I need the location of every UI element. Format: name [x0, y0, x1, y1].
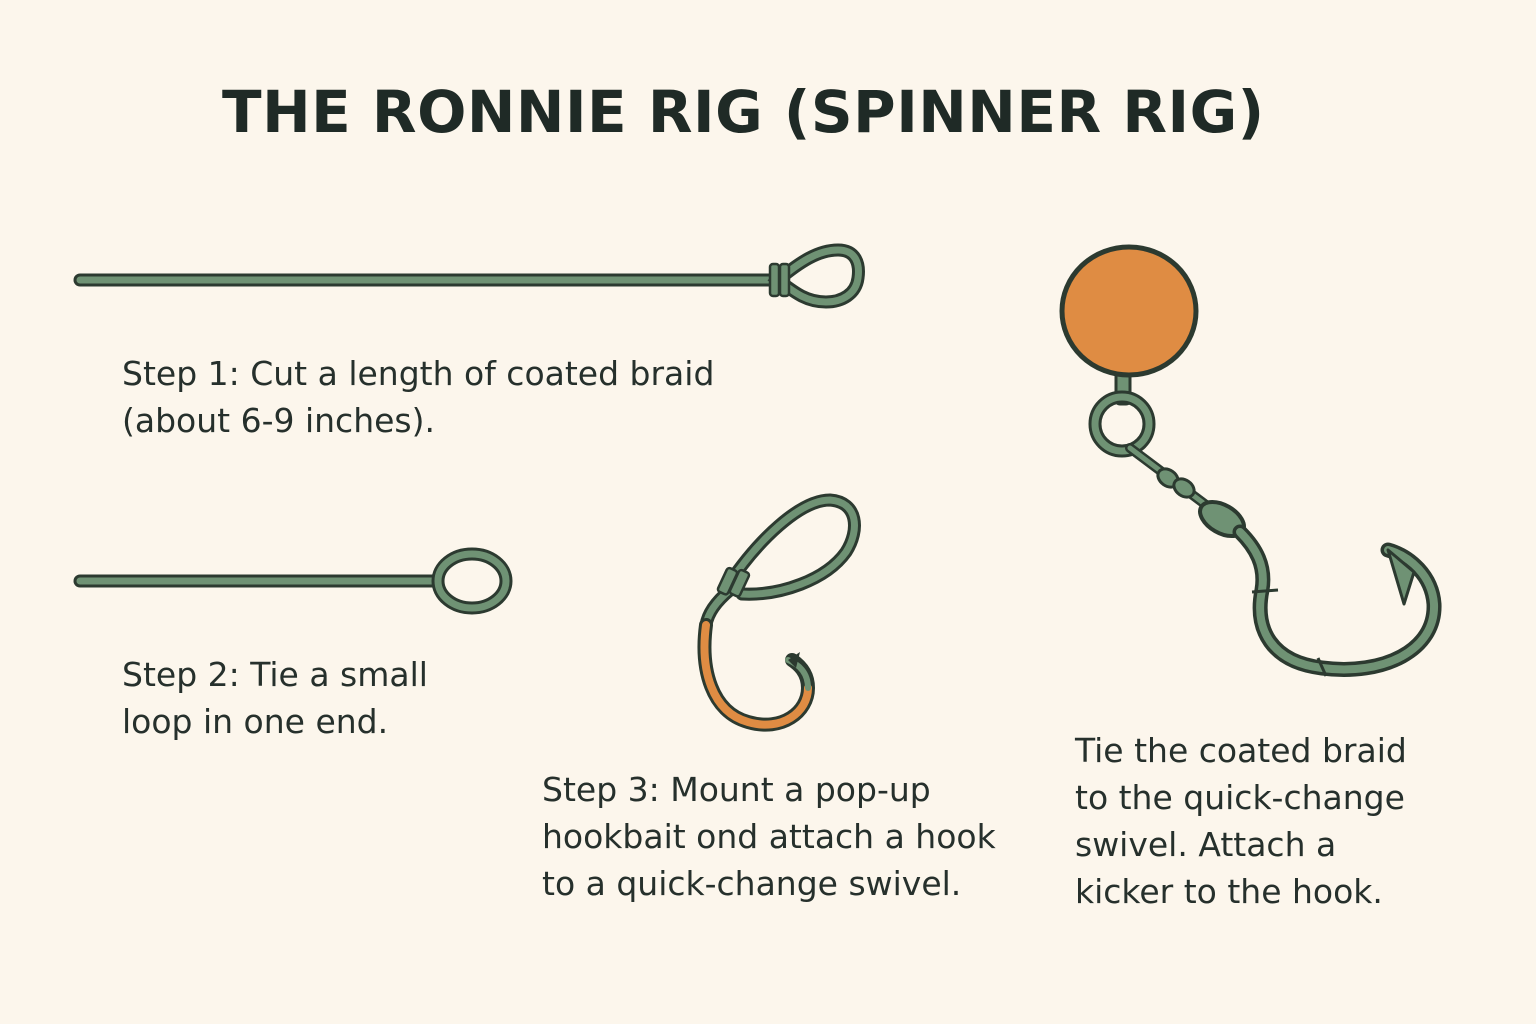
quick-change-swivel-icon [1088, 390, 1246, 539]
diagram-title: THE RONNIE RIG (SPINNER RIG) [222, 78, 1265, 146]
step-2-caption: Step 2: Tie a small loop in one end. [122, 651, 428, 745]
step-4-line-2: to the quick-change [1075, 778, 1405, 817]
step-3-caption: Step 3: Mount a pop-up hookbait ond atta… [542, 766, 996, 907]
step-2-line-1: Step 2: Tie a small [122, 655, 428, 694]
kicker-hook-icon [1232, 524, 1442, 677]
step-1-line-2: (about 6-9 inches). [122, 401, 435, 440]
step-3-line-2: hookbait ond attach a hook [542, 817, 996, 856]
step-1-caption: Step 1: Cut a length of coated braid (ab… [122, 350, 714, 444]
step-2-line-2: loop in one end. [122, 702, 389, 741]
step-4-line-3: swivel. Attach a [1075, 825, 1337, 864]
step-3-line-3: to a quick-change swivel. [542, 864, 962, 903]
braid-with-loop-icon [73, 243, 865, 309]
braid-small-loop-icon [73, 547, 513, 615]
step-1-line-1: Step 1: Cut a length of coated braid [122, 354, 715, 393]
step-4-caption: Tie the coated braid to the quick-change… [1075, 727, 1407, 915]
hook-with-loop-icon [697, 493, 861, 732]
step-4-line-1: Tie the coated braid [1075, 731, 1407, 770]
step-3-line-1: Step 3: Mount a pop-up [542, 770, 931, 809]
pop-up-hookbait-icon [1059, 244, 1199, 406]
step-4-line-4: kicker to the hook. [1075, 872, 1383, 911]
